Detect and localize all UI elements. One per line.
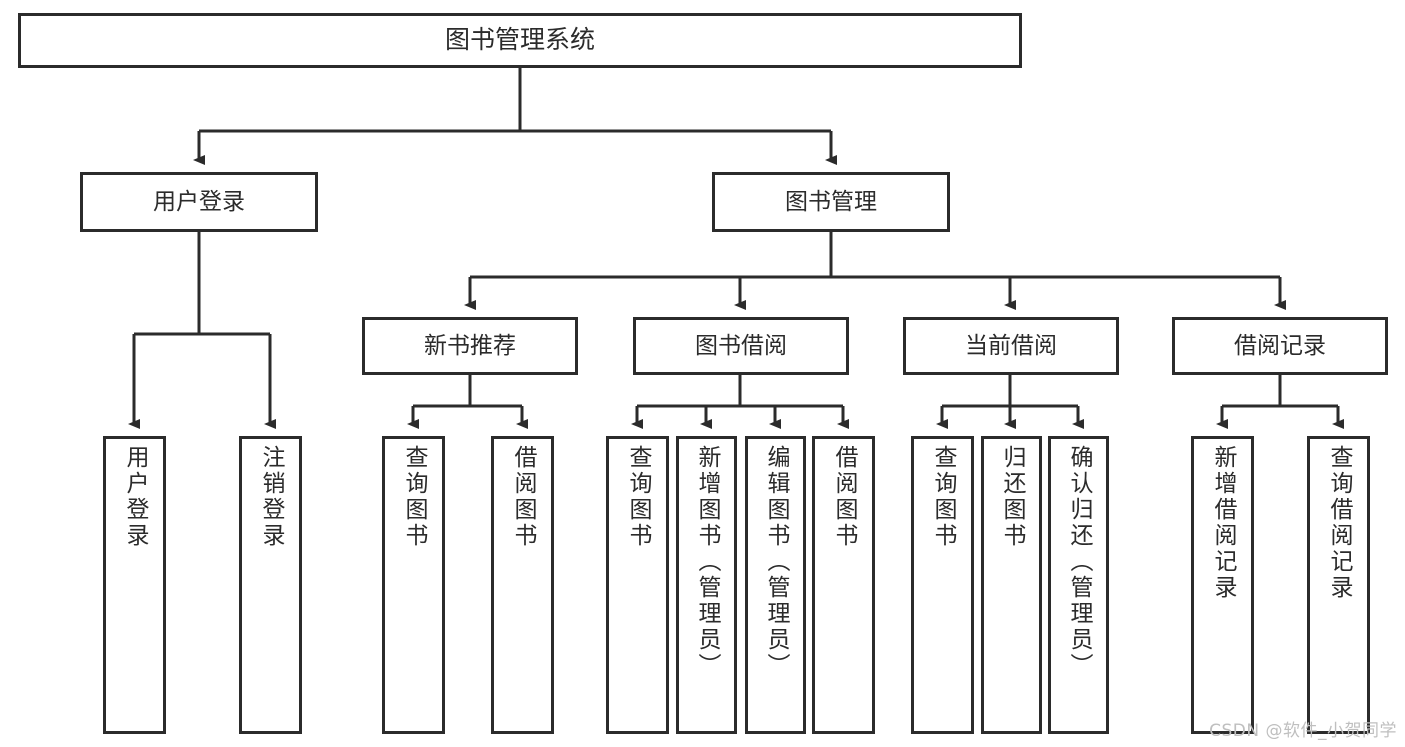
node-new-book-recommend[interactable]: 新书推荐 (362, 317, 578, 375)
node-book-borrow[interactable]: 图书借阅 (633, 317, 849, 375)
leaf-new-book-borrow[interactable]: 借阅图书 (491, 436, 554, 734)
leaf-borrow-record-add[interactable]: 新增借阅记录 (1191, 436, 1254, 734)
node-book-management[interactable]: 图书管理 (712, 172, 950, 232)
node-label: 图书借阅 (695, 332, 787, 359)
node-label: 查询图书 (930, 445, 956, 549)
node-label: 图书管理系统 (444, 25, 595, 55)
leaf-new-book-query[interactable]: 查询图书 (382, 436, 445, 734)
node-label: 借阅图书 (831, 445, 857, 549)
leaf-current-borrow-confirm-return[interactable]: 确认归还（管理员） (1048, 436, 1109, 734)
node-label: 注销登录 (258, 445, 284, 549)
leaf-user-login-login[interactable]: 用户登录 (103, 436, 166, 734)
node-label: 归还图书 (999, 445, 1025, 549)
node-label: 新书推荐 (424, 332, 516, 359)
node-label: 查询图书 (401, 445, 427, 549)
leaf-borrow-record-query[interactable]: 查询借阅记录 (1307, 436, 1370, 734)
node-label: 新增图书（管理员） (694, 445, 720, 679)
node-label: 图书管理 (785, 188, 877, 215)
node-label: 用户登录 (122, 445, 148, 549)
watermark-text: CSDN @软件_小贺同学 (1209, 721, 1397, 741)
node-label: 查询图书 (625, 445, 651, 549)
node-current-borrow[interactable]: 当前借阅 (903, 317, 1119, 375)
node-label: 用户登录 (153, 188, 245, 215)
node-label: 编辑图书（管理员） (763, 445, 789, 679)
leaf-current-borrow-query[interactable]: 查询图书 (911, 436, 974, 734)
node-label: 借阅记录 (1234, 332, 1326, 359)
node-root-system[interactable]: 图书管理系统 (18, 13, 1022, 68)
leaf-book-borrow-add[interactable]: 新增图书（管理员） (676, 436, 737, 734)
node-user-login[interactable]: 用户登录 (80, 172, 318, 232)
node-borrow-record[interactable]: 借阅记录 (1172, 317, 1388, 375)
node-label: 新增借阅记录 (1210, 445, 1236, 601)
node-label: 查询借阅记录 (1326, 445, 1352, 601)
node-label: 借阅图书 (510, 445, 536, 549)
node-label: 当前借阅 (965, 332, 1057, 359)
leaf-book-borrow-borrow[interactable]: 借阅图书 (812, 436, 875, 734)
node-label: 确认归还（管理员） (1066, 445, 1092, 679)
leaf-user-login-logout[interactable]: 注销登录 (239, 436, 302, 734)
leaf-book-borrow-query[interactable]: 查询图书 (606, 436, 669, 734)
leaf-book-borrow-edit[interactable]: 编辑图书（管理员） (745, 436, 806, 734)
leaf-current-borrow-return[interactable]: 归还图书 (981, 436, 1042, 734)
